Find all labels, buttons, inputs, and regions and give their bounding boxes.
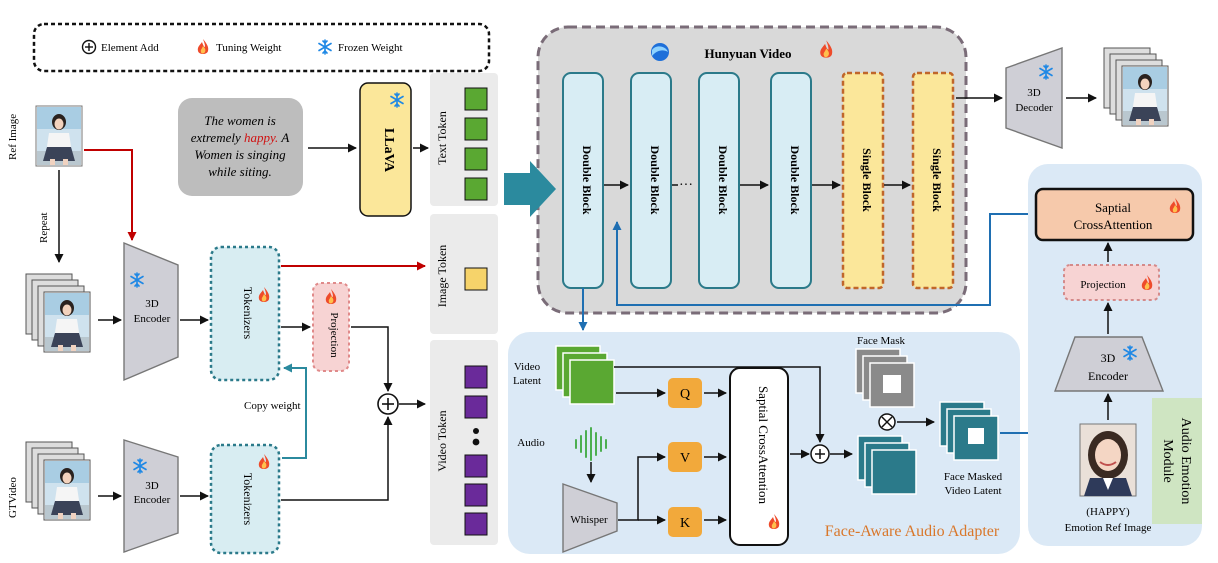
face-mask-label: Face Mask [857,335,905,347]
emotion-module-label: Audio EmotionModule [1160,418,1193,505]
single-block-1: Single Block [841,71,885,290]
whisper-block: Whisper [562,483,618,554]
3d-decoder: 3D Decoder [1005,47,1063,149]
hunyuan-video-panel: Hunyuan Video Double Block Double Block … [504,25,968,315]
adapter-cross-attention: Saptial CrossAttention [729,367,789,546]
legend-frozen-weight: Frozen Weight [338,42,403,54]
svg-text:Encoder: Encoder [1088,369,1128,383]
svg-text:Whisper: Whisper [570,514,608,526]
svg-text:Encoder: Encoder [134,313,171,325]
svg-text:LLaVA: LLaVA [381,128,396,173]
tokenizers-bottom: Tokenizers [209,443,281,555]
adapter-latent-stack [857,435,917,495]
ref-3d-encoder: 3D Encoder [123,241,179,382]
svg-text:Double Block: Double Block [580,145,594,214]
gt-3d-encoder: 3D Encoder [123,439,179,553]
legend-element-add: Element Add [101,42,159,54]
image-token-label: Image Token [435,245,449,308]
video-latent-stack [555,345,615,405]
single-block-2: Single Block [911,71,955,290]
tokenizers-top: Tokenizers [209,245,281,382]
svg-text:V: V [680,451,690,466]
svg-text:K: K [680,516,690,531]
emotion-happy-label: (HAPPY) [1086,506,1130,518]
emotion-ref-image [1079,423,1137,497]
svg-text:Single Block: Single Block [860,148,874,212]
ref-image [35,105,83,167]
svg-text:Decoder: Decoder [1015,102,1053,114]
svg-text:Single Block: Single Block [930,148,944,212]
element-add-icon [81,39,97,55]
video-token-label: Video Token [435,410,449,471]
svg-text:···: ··· [679,178,693,193]
svg-text:Face Masked: Face Masked [944,471,1003,483]
gt-video-label: GTVideo [7,477,19,518]
adapter-add-node [810,444,830,464]
multiply-node [878,413,896,431]
svg-text:while siting.: while siting. [208,164,272,179]
svg-text:Video: Video [514,361,541,373]
ref-image-label: Ref Image [7,114,19,160]
svg-text:Video Latent: Video Latent [944,485,1001,497]
v-node: V [668,442,702,472]
svg-text:Double Block: Double Block [648,145,662,214]
text-token-label: Text Token [435,111,449,165]
svg-text:CrossAttention: CrossAttention [1074,217,1153,232]
audio-emotion-module-panel: Audio EmotionModule Saptial CrossAttenti… [1028,164,1202,546]
token-column: Text Token Image Token Video Token [430,73,498,545]
audio-wave-icon [575,427,607,461]
double-block-3: Double Block [698,72,740,289]
copy-weight-label: Copy weight [244,400,301,412]
svg-text:Encoder: Encoder [134,494,171,506]
gt-video-stack [25,441,91,521]
audio-label: Audio [517,437,545,449]
double-block-2: Double Block [630,72,672,289]
svg-text:Latent: Latent [513,375,541,387]
projection-left: Projection [312,282,350,372]
double-block-4: Double Block [770,72,812,289]
svg-text:Women is singing: Women is singing [194,147,286,162]
svg-text:The women is: The women is [204,113,276,128]
svg-text:3D: 3D [145,480,159,492]
prompt-box: The women is extremely happy. A Women is… [178,98,303,196]
double-block-1: Double Block [562,72,604,289]
legend-tuning-weight: Tuning Weight [216,42,281,54]
emotion-projection: Projection [1063,264,1160,301]
ref-frame-stack [25,273,91,353]
q-node: Q [668,378,702,408]
llava-block: LLaVA [359,82,412,217]
face-aware-audio-adapter-panel: Face-Aware Audio Adapter Video Latent Au… [508,332,1020,554]
svg-text:Tokenizers: Tokenizers [241,287,255,340]
face-masked-latent-stack [939,401,999,461]
svg-text:Projection: Projection [1080,279,1126,291]
svg-text:Q: Q [680,387,690,402]
svg-text:Double Block: Double Block [716,145,730,214]
svg-text:3D: 3D [1027,87,1041,99]
svg-text:3D: 3D [145,298,159,310]
emotion-3d-encoder: 3D Encoder [1053,336,1165,392]
hunyuan-logo-icon [651,43,669,61]
k-node: K [668,507,702,537]
face-mask-stack [855,348,915,408]
legend: Element Add Tuning Weight Frozen Weight [32,22,491,73]
svg-text:Double Block: Double Block [788,145,802,214]
svg-text:Saptial CrossAttention: Saptial CrossAttention [756,386,771,505]
repeat-label: Repeat [38,212,50,243]
svg-text:extremely happy. A: extremely happy. A [191,130,290,145]
output-video-stack [1103,47,1169,127]
svg-text:Saptial: Saptial [1095,200,1131,215]
adapter-title: Face-Aware Audio Adapter [825,523,1000,540]
hunyuan-title: Hunyuan Video [704,46,791,61]
emotion-cross-attention: Saptial CrossAttention [1034,187,1195,242]
svg-text:3D: 3D [1101,351,1116,365]
svg-text:Tokenizers: Tokenizers [241,473,255,526]
element-add-node [377,393,399,415]
emotion-ref-label: Emotion Ref Image [1065,522,1152,534]
svg-text:Projection: Projection [328,312,340,358]
